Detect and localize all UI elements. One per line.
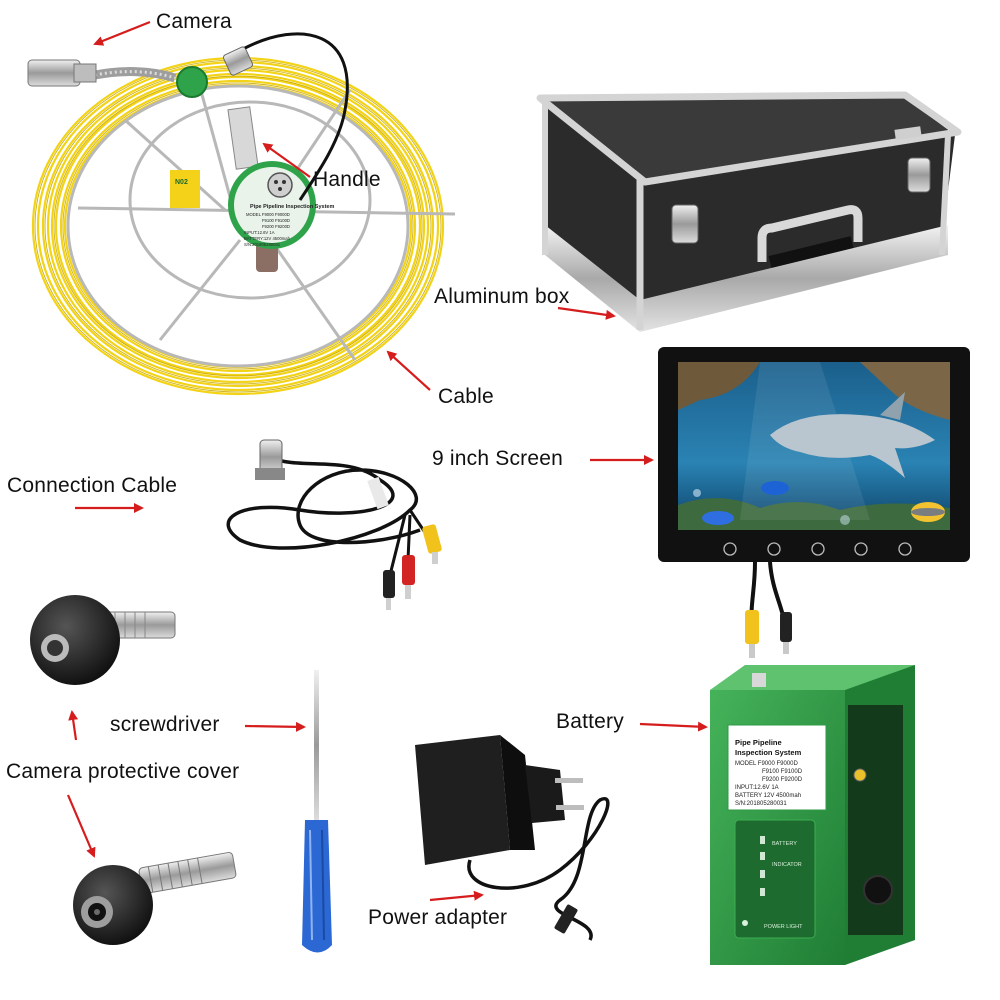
arrow-battery xyxy=(639,721,708,732)
battery-box: Pipe Pipeline Inspection System MODEL F9… xyxy=(710,665,915,965)
reel-sticker-sn: S/N:201805280031 xyxy=(244,242,281,247)
label-camera: Camera xyxy=(156,10,232,33)
screwdriver-part xyxy=(302,670,332,953)
callout-arrows xyxy=(66,20,708,902)
label-screen: 9 inch Screen xyxy=(432,447,564,470)
battery-panel-indicator1: BATTERY xyxy=(772,841,797,847)
monitor-screen xyxy=(658,347,970,658)
reel-sticker-input: INPUT:12.6V 1A xyxy=(244,230,275,235)
label-aluminum-box: Aluminum box xyxy=(434,285,570,308)
label-screwdriver: screwdriver xyxy=(110,713,220,736)
arrow-aluminum-box xyxy=(557,306,616,320)
aluminum-box xyxy=(536,91,962,332)
battery-label-sn: S/N:201805280031 xyxy=(735,801,787,807)
reel-sticker-model3: F9200 F9200D xyxy=(262,224,290,229)
battery-label-model3: F9200 F9200D xyxy=(762,777,803,783)
arrow-cover-up xyxy=(68,710,79,741)
arrow-cable xyxy=(386,350,431,391)
power-adapter-part xyxy=(415,735,610,941)
battery-label-title: Pipe Pipeline xyxy=(735,738,782,747)
label-connection-cable: Connection Cable xyxy=(7,474,178,497)
arrow-screwdriver xyxy=(244,721,306,732)
label-handle: Handle xyxy=(313,168,381,191)
label-power-adapter: Power adapter xyxy=(368,906,508,929)
arrow-camera xyxy=(93,20,151,46)
camera-cover-part xyxy=(30,595,176,685)
battery-panel-indicator2: INDICATOR xyxy=(772,862,802,868)
battery-label-battery: BATTERY 12V 4500mah xyxy=(735,793,801,799)
arrow-cover-down xyxy=(66,794,96,858)
reel-sticker-battery: BATTERY:12V 4500mah xyxy=(244,236,291,241)
reel-sticker-model: MODEL F9000 F9000D xyxy=(246,212,290,217)
cable-reel: Pipe Pipeline Inspection System MODEL F9… xyxy=(27,32,456,396)
reel-sticker-model2: F9100 F9100D xyxy=(262,218,290,223)
battery-panel-power: POWER LIGHT xyxy=(764,924,803,930)
battery-label-input: INPUT:12.6V 1A xyxy=(735,785,779,791)
label-camera-protective-cover: Camera protective cover xyxy=(6,760,240,783)
arrow-power-adapter xyxy=(429,890,484,902)
reel-tag: N02 xyxy=(175,179,188,186)
arrow-handle xyxy=(262,142,311,178)
battery-label-title2: Inspection System xyxy=(735,748,802,757)
camera-part xyxy=(73,851,237,945)
battery-label-model: MODEL F9000 F9000D xyxy=(735,761,798,767)
label-cable: Cable xyxy=(438,385,494,408)
battery-label-model2: F9100 F9100D xyxy=(762,769,803,775)
connection-cable xyxy=(226,439,442,610)
reel-sticker-title: Pipe Pipeline Inspection System xyxy=(250,204,334,210)
label-battery: Battery xyxy=(556,710,624,733)
